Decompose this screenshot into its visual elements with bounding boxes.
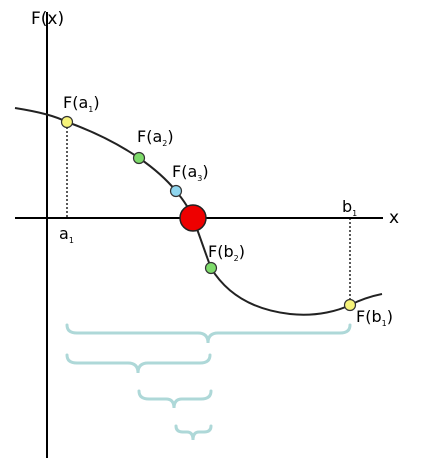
interval-brace-2 bbox=[65, 353, 212, 374]
label-f-a3: F(a3) bbox=[172, 162, 209, 183]
point-f-a1 bbox=[60, 115, 74, 129]
label-f-a1: F(a1) bbox=[63, 93, 100, 114]
tick-label-a1: a1 bbox=[59, 224, 74, 245]
label-f-b1: F(b1) bbox=[356, 307, 393, 328]
interval-brace-1 bbox=[65, 323, 352, 344]
label-f-a2: F(a2) bbox=[137, 127, 174, 148]
point-f-a3 bbox=[169, 184, 183, 198]
interval-brace-3 bbox=[137, 389, 213, 409]
interval-brace-4 bbox=[174, 424, 213, 441]
point-f-a2 bbox=[132, 151, 146, 165]
y-axis-label: F(x) bbox=[31, 9, 64, 29]
x-axis-label: x bbox=[389, 208, 399, 228]
point-f-b1 bbox=[343, 298, 357, 312]
root-point bbox=[179, 204, 207, 232]
tick-label-b1: b1 bbox=[342, 197, 357, 218]
point-f-b2 bbox=[204, 261, 218, 275]
label-f-b2: F(b2) bbox=[208, 242, 245, 263]
